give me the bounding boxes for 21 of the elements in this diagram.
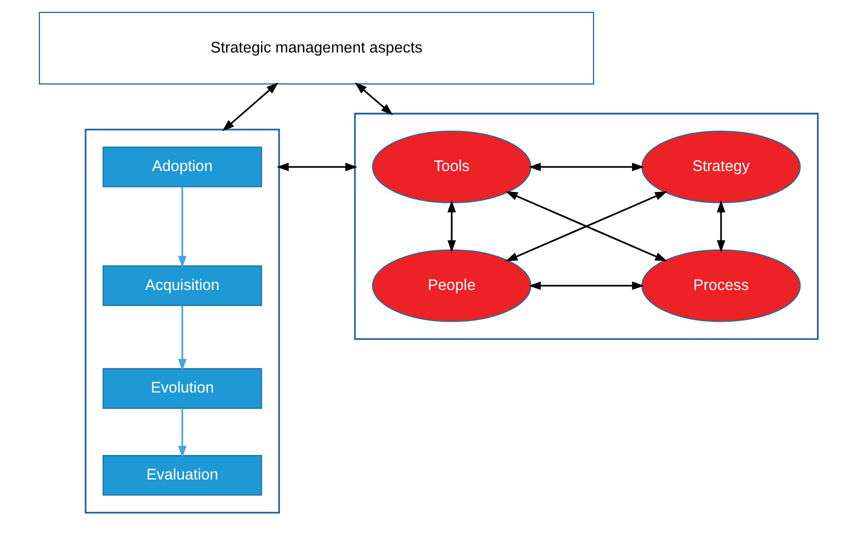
node-box: Evolution <box>102 368 262 409</box>
node-ellipse: Strategy <box>640 130 800 204</box>
arrow <box>178 186 186 268</box>
arrow <box>528 281 644 290</box>
node-box: Acquisition <box>102 265 262 306</box>
arrow <box>528 162 644 172</box>
node-box: Evaluation <box>102 455 262 496</box>
arrow <box>354 82 392 116</box>
arrow <box>276 162 357 172</box>
cluster <box>84 128 280 514</box>
arrow <box>222 82 278 132</box>
arrow <box>178 408 186 458</box>
node-ellipse: People <box>371 249 531 322</box>
node-box: Strategic management aspects <box>38 12 594 84</box>
arrow <box>446 200 456 252</box>
node-ellipse: Tools <box>371 130 531 204</box>
arrow <box>178 306 186 372</box>
cluster <box>354 112 818 340</box>
node-ellipse: Process <box>640 249 800 322</box>
arrow <box>716 200 725 252</box>
node-box: Adoption <box>102 146 262 188</box>
